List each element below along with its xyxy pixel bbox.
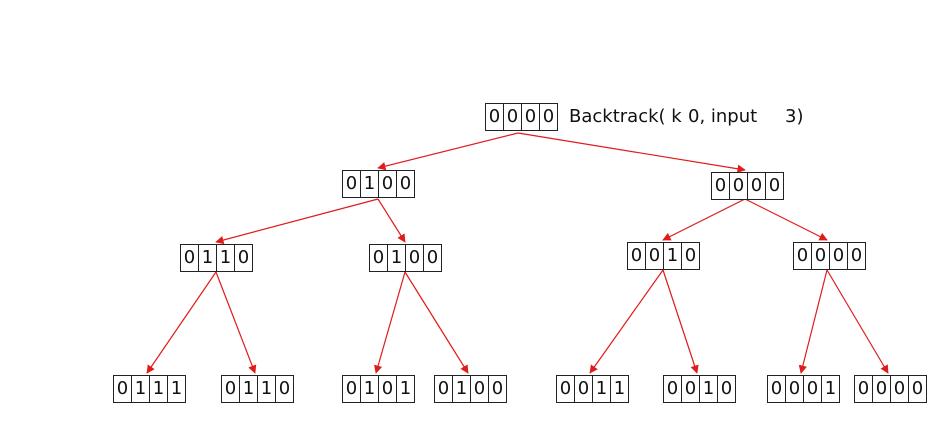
bit-cell: 0 [426, 247, 439, 268]
bit-cell: 0 [379, 171, 397, 197]
bit-cell: 0 [575, 376, 593, 402]
bit-cell: 0 [222, 376, 240, 402]
bit-cell: 0 [343, 376, 361, 402]
bit-cell: 0 [181, 245, 199, 271]
root-caption-input: 3) [785, 106, 804, 127]
bit-cell: 1 [664, 243, 682, 269]
node-l3c: 0 1 0 1 [342, 375, 415, 403]
bit-cell: 0 [786, 376, 804, 402]
bit-cell: 1 [613, 378, 626, 399]
node-l3h: 0 0 0 0 [854, 375, 927, 403]
bit-cell: 0 [682, 376, 700, 402]
bit-cell: 0 [855, 376, 873, 402]
bit-cell: 0 [646, 243, 664, 269]
bit-cell: 0 [794, 243, 812, 269]
bit-cell: 0 [542, 106, 555, 127]
node-l3e: 0 0 1 1 [556, 375, 629, 403]
bit-cell: 0 [628, 243, 646, 269]
node-l2d: 0 0 0 0 [793, 242, 866, 270]
bit-cell: 0 [684, 245, 697, 266]
node-root: 0 0 0 0 [485, 103, 558, 131]
bit-cell: 1 [199, 245, 217, 271]
bit-cell: 0 [114, 376, 132, 402]
bit-cell: 1 [217, 245, 235, 271]
edge-l2a-l3b [215, 271, 257, 374]
node-l1b: 0 0 0 0 [711, 172, 784, 200]
bit-cell: 0 [850, 245, 863, 266]
bit-cell: 0 [720, 378, 733, 399]
bit-cell: 1 [132, 376, 150, 402]
bit-cell: 1 [361, 171, 379, 197]
bit-cell: 0 [830, 243, 848, 269]
edge-l1b-l2c [662, 198, 746, 241]
edge-root-l1b [517, 132, 746, 173]
bit-cell: 1 [240, 376, 258, 402]
bit-cell: 1 [388, 245, 406, 271]
node-l3d: 0 1 0 0 [434, 375, 507, 403]
node-l3b: 0 1 1 0 [221, 375, 294, 403]
bit-cell: 1 [170, 378, 183, 399]
node-l2c: 0 0 1 0 [627, 242, 700, 270]
bit-cell: 0 [237, 247, 250, 268]
bit-cell: 1 [399, 378, 412, 399]
root-caption-k: 0, input [688, 106, 758, 127]
bit-cell: 0 [730, 173, 748, 199]
bit-cell: 0 [399, 173, 412, 194]
edge-l2b-l3c [374, 271, 406, 374]
node-l3f: 0 0 1 0 [663, 375, 736, 403]
node-l2a: 0 1 1 0 [180, 244, 253, 272]
node-l2b: 0 1 0 0 [369, 244, 442, 272]
edge-root-l1a [377, 132, 519, 171]
bit-cell: 0 [486, 104, 504, 130]
bit-cell: 0 [812, 243, 830, 269]
root-caption-prefix: Backtrack( k [569, 106, 682, 127]
bit-cell: 0 [406, 245, 424, 271]
node-l3g: 0 0 0 1 [767, 375, 840, 403]
bit-cell: 1 [361, 376, 379, 402]
bit-cell: 0 [435, 376, 453, 402]
bit-cell: 0 [911, 378, 924, 399]
node-l3a: 0 1 1 1 [113, 375, 186, 403]
bit-cell: 0 [343, 171, 361, 197]
edge-l2a-l3a [146, 271, 217, 374]
edge-l1a-l2b [377, 198, 406, 243]
bit-cell: 0 [278, 378, 291, 399]
bit-cell: 0 [522, 104, 540, 130]
bit-cell: 0 [804, 376, 822, 402]
edge-l2c-l3f [662, 269, 699, 374]
bit-cell: 0 [768, 175, 781, 196]
bit-cell: 0 [557, 376, 575, 402]
bit-cell: 1 [700, 376, 718, 402]
bit-cell: 1 [453, 376, 471, 402]
edge-l1b-l2d [744, 198, 828, 241]
bit-cell: 0 [768, 376, 786, 402]
bit-cell: 0 [891, 376, 909, 402]
bit-cell: 0 [491, 378, 504, 399]
bit-cell: 0 [712, 173, 730, 199]
edge-l2d-l3g [798, 269, 828, 374]
edge-l2b-l3d [404, 271, 469, 374]
bit-cell: 0 [379, 376, 397, 402]
bit-cell: 1 [150, 376, 168, 402]
bit-cell: 0 [748, 173, 766, 199]
bit-cell: 0 [504, 104, 522, 130]
edge-l2c-l3e [589, 269, 664, 374]
bit-cell: 1 [593, 376, 611, 402]
edge-l1a-l2a [215, 198, 379, 245]
bit-cell: 0 [664, 376, 682, 402]
bit-cell: 1 [258, 376, 276, 402]
bit-cell: 0 [370, 245, 388, 271]
bit-cell: 0 [873, 376, 891, 402]
bit-cell: 0 [471, 376, 489, 402]
node-l1a: 0 1 0 0 [342, 170, 415, 198]
bit-cell: 1 [824, 378, 837, 399]
edge-l2d-l3h [826, 269, 889, 374]
